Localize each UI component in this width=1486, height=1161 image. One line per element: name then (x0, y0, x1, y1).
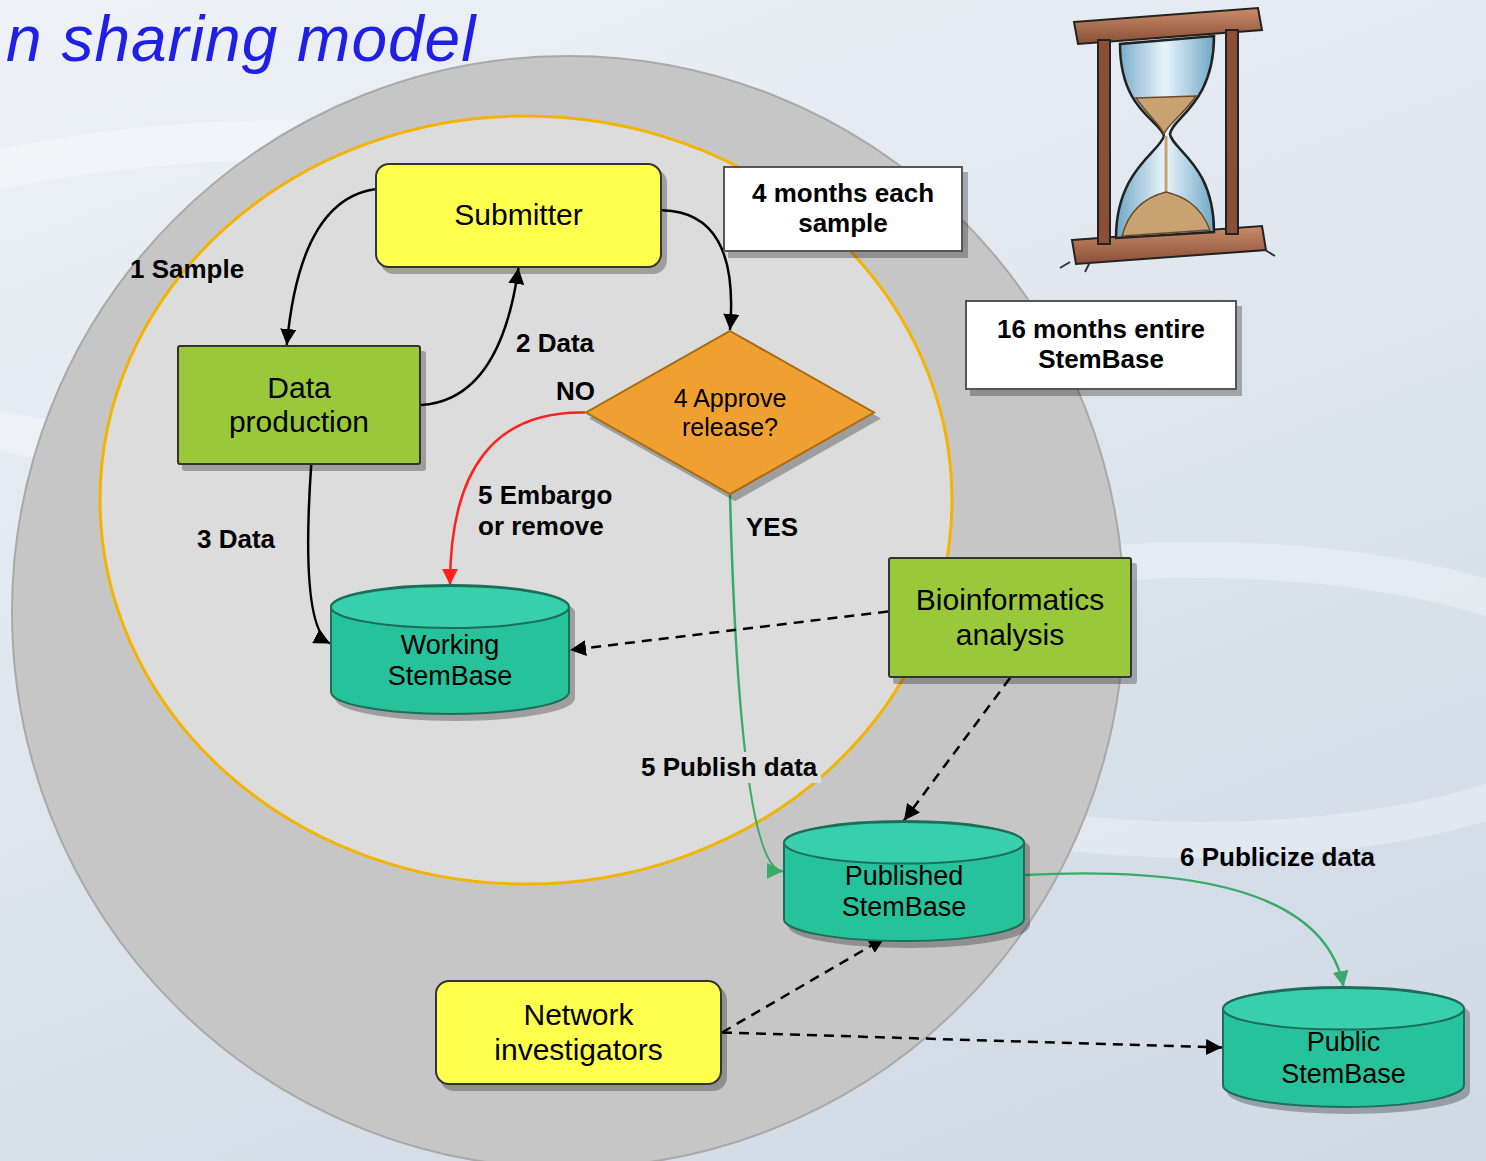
edge-label: 5 Embargo or remove (478, 480, 638, 542)
text-column: Submitter (454, 198, 582, 233)
submitter-circle (100, 116, 952, 884)
node-text: Bioinformatics analysis (900, 583, 1120, 652)
flow-arrow (1025, 873, 1344, 987)
network-circle (12, 56, 1124, 1161)
node-text: Network investigators (449, 998, 709, 1067)
process-box: Submitter (375, 163, 662, 268)
node-text: Working StemBase (350, 630, 550, 692)
text-column: 4 Approve release? (655, 384, 805, 442)
diamond-shape (586, 331, 874, 494)
branch-label: NO (556, 376, 595, 407)
decision-diamond: 4 Approve release? (585, 330, 875, 495)
node-text: 16 months entire StemBase (977, 315, 1225, 375)
edge-label: 1 Sample (130, 254, 244, 285)
cylinder-body (331, 585, 569, 714)
text-column: Working StemBase (350, 608, 550, 692)
dashed-connector (722, 938, 885, 1033)
node-text: Data production (199, 371, 399, 440)
flow-arrow (421, 268, 519, 405)
process-box: Bioinformatics analysis (888, 557, 1132, 678)
text-column: 4 months each sample (735, 179, 951, 239)
note-box: 4 months each sample (723, 166, 963, 252)
note-box: 16 months entire StemBase (965, 300, 1237, 390)
text-column: Bioinformatics analysis (900, 583, 1120, 652)
slide-title: n sharing model (6, 2, 476, 76)
edge-label: 5 Publish data (637, 752, 821, 783)
edge-label: 3 Data (197, 524, 275, 555)
cylinder-body (1223, 987, 1464, 1107)
cylinder-top (331, 586, 569, 628)
dashed-connector (722, 1033, 1222, 1048)
flow-arrow (308, 465, 330, 644)
database-cylinder: Working StemBase (330, 585, 570, 715)
text-column: 16 months entire StemBase (977, 315, 1225, 375)
edge-label: 2 Data (516, 328, 594, 359)
text-column: Data production (199, 371, 399, 440)
cylinder-top (784, 822, 1024, 864)
cylinder-top (1223, 988, 1464, 1030)
text-column: Network investigators (449, 998, 709, 1067)
node-text: 4 Approve release? (655, 384, 805, 442)
edge-label: 6 Publicize data (1180, 842, 1375, 873)
process-box: Network investigators (435, 980, 722, 1085)
node-text: Public StemBase (1244, 1027, 1444, 1089)
database-cylinder: Public StemBase (1222, 987, 1465, 1108)
dashed-connector (570, 611, 888, 650)
flow-arrow (287, 189, 375, 345)
hourglass-illustration (1060, 8, 1275, 272)
flow-arrow (662, 210, 731, 330)
text-column: Published StemBase (804, 839, 1004, 923)
database-cylinder: Published StemBase (783, 821, 1025, 942)
flow-arrow (730, 495, 783, 871)
cylinder-body (784, 821, 1024, 941)
dashed-connector (904, 678, 1010, 821)
node-text: Published StemBase (804, 861, 1004, 923)
node-text: Submitter (454, 198, 582, 233)
text-column: Public StemBase (1244, 1005, 1444, 1089)
node-text: 4 months each sample (735, 179, 951, 239)
process-box: Data production (177, 345, 421, 465)
branch-label: YES (746, 512, 798, 543)
